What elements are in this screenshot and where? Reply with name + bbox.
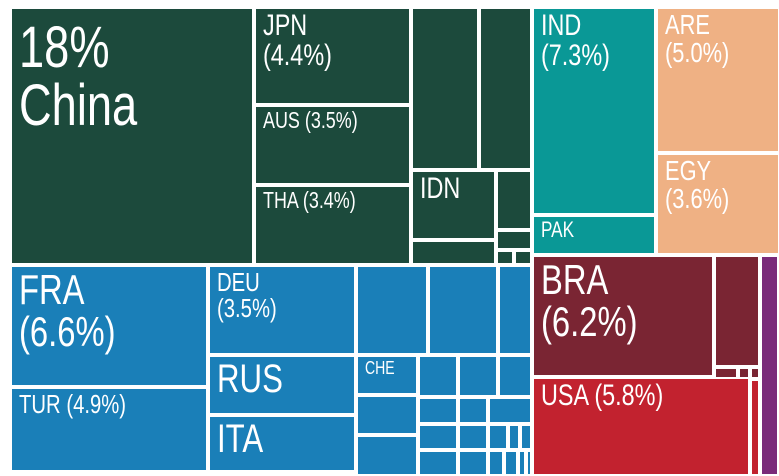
treemap-cell-idn: IDN [411, 170, 496, 240]
treemap-cell [488, 450, 504, 476]
treemap-cell [356, 265, 428, 355]
treemap-cell [488, 397, 532, 424]
treemap-cell [356, 435, 418, 476]
treemap-label-tur: TUR (4.9%) [19, 389, 127, 419]
treemap-cell [518, 450, 526, 476]
treemap-cell [458, 397, 488, 424]
treemap-cell [428, 265, 498, 355]
treemap-cell-tha: THA (3.4%) [254, 185, 411, 265]
treemap-cell-deu: DEU (3.5%) [208, 265, 356, 355]
treemap-cell [760, 255, 779, 476]
treemap-cell [526, 450, 532, 476]
treemap-cell [508, 424, 520, 450]
treemap-cell [496, 250, 514, 265]
treemap-cell-che: CHE [356, 355, 418, 395]
treemap-cell [458, 450, 488, 476]
treemap-label-egy: EGY (3.6%) [665, 155, 730, 214]
treemap-cell [514, 250, 532, 265]
treemap-cell-ita: ITA [208, 415, 356, 472]
treemap-label-are: ARE (5.0%) [665, 9, 730, 68]
treemap-cell [458, 355, 498, 397]
treemap-label-ita: ITA [217, 417, 264, 461]
treemap-cell [418, 397, 458, 424]
treemap-label-fra: FRA (6.6%) [19, 266, 116, 355]
treemap-label-name: China [19, 73, 138, 138]
treemap-cell [488, 424, 508, 450]
treemap-label-che: CHE [365, 358, 395, 378]
treemap-label-aus: AUS (3.5%) [263, 107, 358, 133]
treemap-cell-egy: EGY (3.6%) [656, 153, 779, 255]
treemap-cell [418, 355, 458, 397]
treemap-cell [498, 355, 532, 397]
treemap-label-pak: PAK [541, 217, 575, 242]
treemap-label-ind: IND (7.3%) [541, 9, 610, 72]
treemap-label-bra: BRA (6.2%) [541, 256, 638, 345]
treemap-cell [418, 450, 458, 476]
treemap-cell [411, 7, 479, 170]
treemap-label-idn: IDN [420, 172, 461, 205]
treemap-cell-usa: USA (5.8%) [532, 377, 750, 476]
treemap-cell [411, 240, 496, 265]
treemap-cell-tur: TUR (4.9%) [10, 387, 208, 472]
treemap-cell [520, 424, 532, 450]
treemap-label-rus: RUS [217, 357, 283, 401]
treemap-cell-are: ARE (5.0%) [656, 7, 779, 153]
treemap-label-usa: USA (5.8%) [541, 379, 664, 412]
treemap-cell-pak: PAK [532, 215, 656, 255]
treemap-cell [458, 424, 488, 450]
treemap-cell-rus: RUS [208, 355, 356, 415]
treemap-cell-bra: BRA (6.2%) [532, 255, 714, 377]
treemap-cell-chn: 18%China [10, 7, 254, 265]
treemap-label-jpn: JPN (4.4%) [263, 9, 332, 72]
treemap-cell [496, 230, 532, 250]
treemap-cell [750, 367, 760, 379]
treemap-cell-jpn: JPN (4.4%) [254, 7, 411, 105]
treemap-cell [356, 395, 418, 435]
treemap-cell [418, 424, 458, 450]
treemap-cell [750, 379, 760, 476]
treemap-cell-ind: IND (7.3%) [532, 7, 656, 215]
treemap-cell [714, 255, 760, 367]
treemap-label-pct: 18% [19, 15, 110, 80]
treemap-label-chn: 18%China [19, 19, 137, 135]
treemap-cell [504, 450, 518, 476]
treemap-cell [498, 265, 532, 355]
treemap-label-deu: DEU (3.5%) [217, 267, 277, 323]
treemap-label-tha: THA (3.4%) [263, 187, 356, 213]
treemap-cell-fra: FRA (6.6%) [10, 265, 208, 387]
treemap-cell [496, 170, 532, 230]
treemap-cell [479, 7, 532, 170]
treemap-cell-aus: AUS (3.5%) [254, 105, 411, 185]
